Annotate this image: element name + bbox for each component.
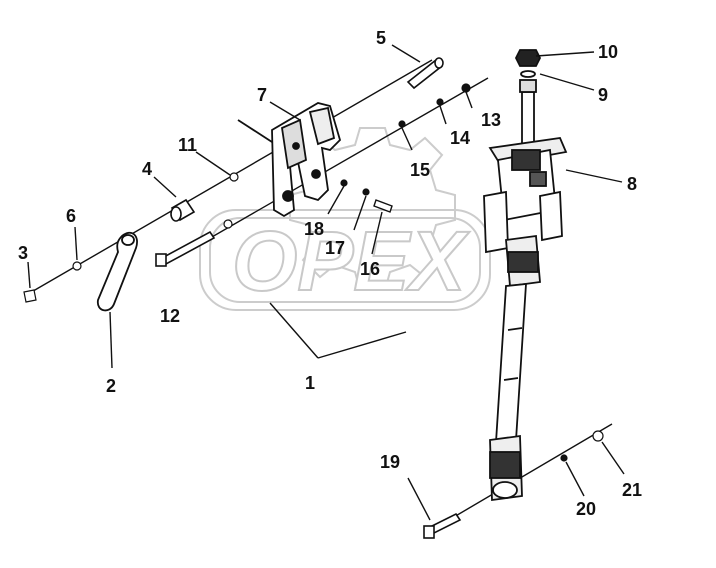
- callout-9: 9: [598, 85, 608, 105]
- callout-14: 14: [450, 128, 470, 148]
- callout-5: 5: [376, 28, 386, 48]
- callout-13: 13: [481, 110, 501, 130]
- axis-line-middle: [164, 77, 489, 265]
- nut-13: [461, 83, 471, 93]
- callout-15: 15: [410, 160, 430, 180]
- callout-20: 20: [576, 499, 596, 519]
- callout-1: 1: [305, 373, 315, 393]
- callout-8: 8: [627, 174, 637, 194]
- callout-21: 21: [622, 480, 642, 500]
- watermark-frame-inner: [209, 217, 481, 303]
- bracket-7: [237, 102, 342, 218]
- washer-9: [520, 70, 536, 78]
- washer-14: [436, 98, 444, 106]
- callout-19: 19: [380, 452, 400, 472]
- nut-21: [592, 430, 604, 442]
- washer-15: [398, 120, 406, 128]
- watermark-frame-outer: [199, 209, 491, 311]
- watermark-text: OPEX: [232, 214, 470, 308]
- washer-20: [560, 454, 568, 462]
- bolt-19: [423, 512, 462, 539]
- washer-11: [229, 172, 239, 182]
- callout-labels: 1 2 3 4 5 6 7 8 9 10 11 12 13 14 15 16 1…: [18, 28, 642, 519]
- leader-lines: [27, 44, 625, 521]
- small-hardware: [23, 83, 604, 462]
- callout-10: 10: [598, 42, 618, 62]
- callout-7: 7: [257, 85, 267, 105]
- callout-16: 16: [360, 259, 380, 279]
- pedal-arm-2: [97, 231, 138, 312]
- steering-column: [483, 49, 568, 502]
- callout-12: 12: [160, 306, 180, 326]
- washer-12: [223, 219, 233, 229]
- washer-17: [362, 188, 370, 196]
- bolt-5: [406, 57, 444, 90]
- washer-18: [340, 179, 348, 187]
- callout-11: 11: [178, 135, 197, 155]
- bolt-16: [373, 199, 393, 213]
- callout-4: 4: [142, 159, 152, 179]
- bolt-12: [155, 230, 216, 267]
- nut-10: [514, 49, 542, 67]
- callout-6: 6: [66, 206, 76, 226]
- nut-3: [23, 289, 37, 303]
- callout-3: 3: [18, 243, 28, 263]
- callout-2: 2: [106, 376, 116, 396]
- callout-18: 18: [304, 219, 324, 239]
- washer-6: [72, 261, 82, 271]
- spacer-4: [170, 198, 196, 222]
- callout-17: 17: [325, 238, 345, 258]
